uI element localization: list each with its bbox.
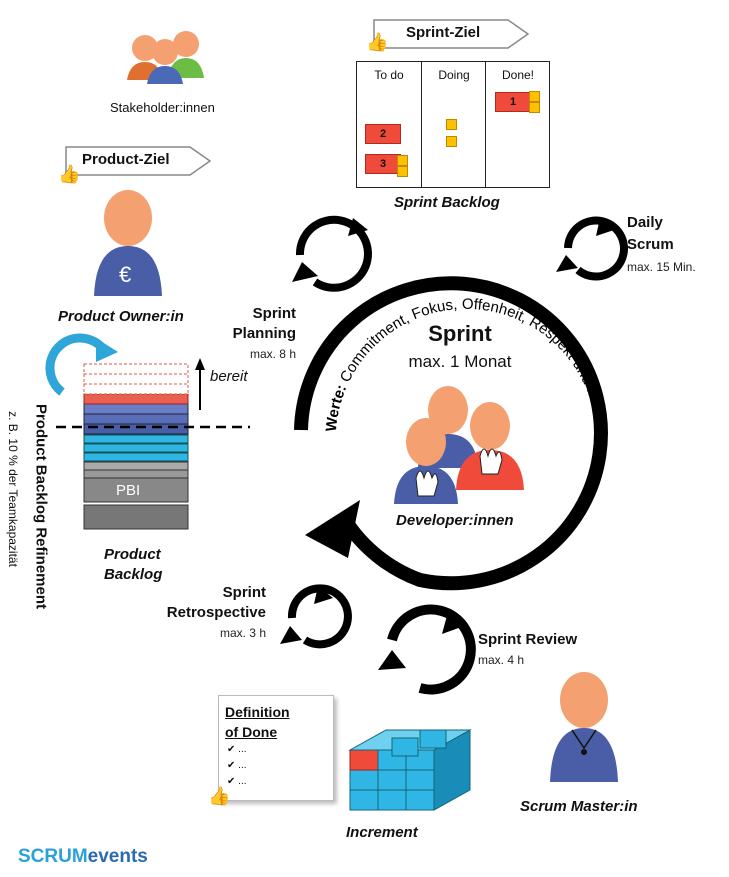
increment-label: Increment <box>346 824 418 841</box>
sprint-planning-cycle <box>292 215 372 292</box>
refinement-note: z. B. 10 % der Teamkapazität <box>6 411 20 567</box>
sprint-planning-line1: Sprint <box>252 305 296 322</box>
thumbs-up-icon: 👍 <box>208 786 231 806</box>
column-header: To do <box>374 68 404 82</box>
sprint-backlog-board: To do Doing Done! 2 3 1 <box>356 61 550 188</box>
daily-scrum-time: max. 15 Min. <box>627 260 696 274</box>
scrum-master-label: Scrum Master:in <box>520 798 638 815</box>
sprint-planning-time: max. 8 h <box>249 347 296 361</box>
daily-scrum-label: Daily Scrum max. 15 Min. <box>627 212 696 278</box>
increment-cube <box>348 729 472 811</box>
task-card <box>397 155 408 166</box>
sprint-title: Sprint <box>428 321 492 346</box>
task-card <box>397 166 408 177</box>
pbi-label: PBI <box>116 482 141 499</box>
ready-label: bereit <box>210 368 248 385</box>
scrum-master-icon <box>550 672 618 782</box>
dod-item: ✔ ... <box>227 744 247 755</box>
stakeholders-label: Stakeholder:innen <box>110 100 215 115</box>
board-column-done: Done! <box>485 62 550 187</box>
definition-of-done-card: Definition of Done ✔ ... ✔ ... ✔ ... <box>218 695 334 801</box>
backlog-item-3: 3 <box>365 154 401 174</box>
product-owner-icon <box>94 190 162 296</box>
product-goal-label: Product-Ziel <box>82 151 170 168</box>
task-card <box>529 91 540 102</box>
thumbs-up-icon: 👍 <box>58 164 81 184</box>
column-header: Done! <box>501 68 535 82</box>
sprint-duration: max. 1 Monat <box>408 352 512 371</box>
sprint-review-title: Sprint Review <box>478 631 578 648</box>
dod-item: ✔ ... <box>227 776 247 787</box>
retrospective-time: max. 3 h <box>219 626 266 640</box>
backlog-item-1: 1 <box>495 92 531 112</box>
developers-label: Developer:innen <box>396 512 514 529</box>
board-column-doing: Doing <box>421 62 486 187</box>
task-card <box>446 119 457 130</box>
developers-icon <box>394 386 524 504</box>
retrospective-cycle <box>280 584 352 649</box>
daily-scrum-cycle <box>556 216 628 281</box>
sprint-goal-flag: Sprint-Ziel <box>370 18 530 49</box>
refinement-arrow <box>45 333 108 396</box>
refinement-title: Product Backlog Refinement <box>32 403 50 610</box>
sprint-review-time: max. 4 h <box>478 653 525 667</box>
euro-icon: € <box>119 262 132 287</box>
sprint-goal-label: Sprint-Ziel <box>406 24 481 41</box>
sprint-cycle-arrow <box>294 276 608 591</box>
dod-item: ✔ ... <box>227 760 247 771</box>
thumbs-up-icon: 👍 <box>366 32 389 52</box>
backlog-item-2: 2 <box>365 124 401 144</box>
product-goal-flag: Product-Ziel <box>62 145 212 176</box>
sprint-planning-line2: Planning <box>232 325 296 342</box>
product-backlog-line1: Product <box>104 546 161 563</box>
dod-title-line2: of Done <box>225 724 278 740</box>
retrospective-line2: Retrospective <box>166 604 266 621</box>
retrospective-line1: Sprint <box>222 584 266 601</box>
daily-scrum-line1: Daily <box>627 214 663 231</box>
sprint-planning-label: Sprint Planning max. 8 h <box>210 304 296 364</box>
stakeholders-icon <box>127 31 204 84</box>
product-backlog-stack <box>56 358 250 530</box>
sprint-cycle-arrowhead <box>305 500 360 558</box>
sprint-review-cycle <box>378 604 476 695</box>
product-backlog-caption: Product Backlog <box>104 545 162 585</box>
scrumevents-logo: SCRUMevents <box>18 846 148 867</box>
daily-scrum-line2: Scrum <box>627 236 674 253</box>
board-column-todo: To do <box>357 62 421 187</box>
product-backlog-line2: Backlog <box>104 566 163 583</box>
dod-title: Definition of Done <box>225 702 290 742</box>
retrospective-label: Sprint Retrospective max. 3 h <box>150 583 266 643</box>
task-card <box>529 102 540 113</box>
sprint-backlog-caption: Sprint Backlog <box>394 194 500 211</box>
sprint-review-label: Sprint Review max. 4 h <box>478 630 577 670</box>
dod-title-line1: Definition <box>225 704 290 720</box>
task-card <box>446 136 457 147</box>
column-header: Doing <box>438 68 470 82</box>
product-owner-label: Product Owner:in <box>58 308 184 325</box>
